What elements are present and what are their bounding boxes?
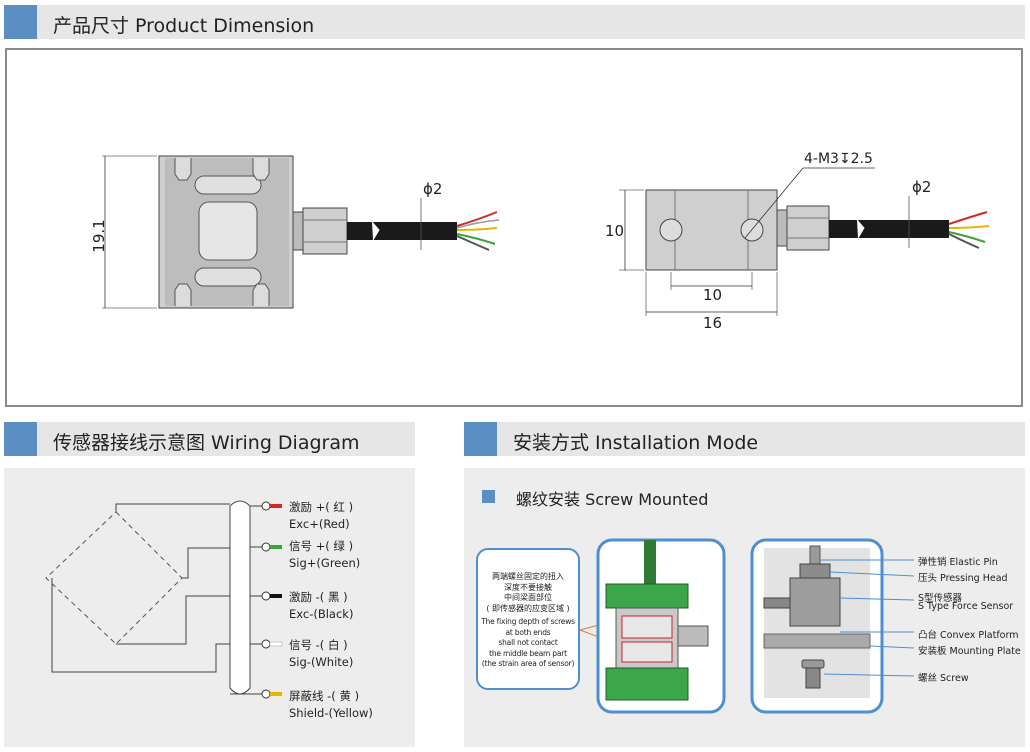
note-line: at both ends [505,627,551,637]
part-label-screw: 螺丝 Screw [918,673,969,684]
thread-callout: 4-M3↧2.5 [804,151,873,167]
wiring-diagram [45,500,283,699]
part-label-mounting-plate: 安装板 Mounting Plate [918,646,1021,657]
part-label-s-sensor-cn: S型传感器 [918,593,963,604]
wire-label-en: Exc-(Black) [289,607,354,621]
part-label-s-sensor-en: S Type Force Sensor [918,601,1014,612]
photo-screw-mounting [596,538,726,714]
section-title-dimension: 产品尺寸 Product Dimension [53,15,315,37]
terminal-sig-plus [250,542,282,552]
terminal-exc-plus [250,501,282,511]
part-label-elastic-pin: 弹性销 Elastic Pin [918,557,998,568]
note-box: 两端螺丝固定的扭入 深度不要接触 中间梁面部位 ( 即传感器的应变区域 ) Th… [476,548,580,690]
wire-label-en: Exc+(Red) [289,517,350,531]
wire-label-cn: 信号 +( 绿 ) [289,539,354,553]
wire-label-cn: 激励 +( 红 ) [289,500,354,514]
dim-cable-dia-2: ϕ2 [912,178,931,196]
section-marker [4,422,37,456]
section-header-installation: 安装方式 Installation Mode [464,422,1025,456]
wire-label-sig-plus: 信号 +( 绿 ) Sig+(Green) [289,538,360,572]
part-label-pressing-head: 压头 Pressing Head [918,573,1008,584]
wire-label-exc-minus: 激励 -( 黑 ) Exc-(Black) [289,589,353,623]
wiring-diagram-panel: 激励 +( 红 ) Exc+(Red) 信号 +( 绿 ) Sig+(Green… [4,468,415,747]
dim-width: 16 [703,314,722,332]
section-marker [464,422,497,456]
note-line: (the strain area of sensor) [481,659,575,668]
terminal-shield [250,689,282,699]
subtitle-bullet [482,490,495,503]
dimension-drawing-panel: 19.1 ϕ2 10 [5,48,1023,407]
front-view: 19.1 ϕ2 [90,155,500,309]
photo-assembly [750,538,884,714]
dim-cable-dia-1: ϕ2 [423,180,442,198]
note-line: 深度不要接触 [504,582,552,592]
wire-label-exc-plus: 激励 +( 红 ) Exc+(Red) [289,499,353,533]
dim-side-height: 10 [605,222,624,240]
wire-label-cn: 信号 -( 白 ) [289,638,348,652]
note-line: 中间梁面部位 [504,593,552,602]
installation-subtitle: 螺纹安装 Screw Mounted [516,490,709,509]
note-line: 两端螺丝固定的扭入 [492,572,564,581]
section-marker [4,5,37,39]
dimension-drawing: 19.1 ϕ2 10 [90,151,990,332]
note-line: shall not contact [498,638,558,647]
section-title-wiring: 传感器接线示意图 Wiring Diagram [53,432,360,454]
dim-height: 19.1 [90,219,108,252]
dim-hole-pitch: 10 [703,286,722,304]
wire-label-en: Sig-(White) [289,655,354,669]
note-en: The fixing depth of screws at both ends … [478,617,578,670]
terminal-sig-minus [250,639,283,649]
installation-panel: 螺纹安装 Screw Mounted 两端螺丝固定的扭入 深度不要接触 中间梁面… [464,468,1025,747]
wire-label-en: Shield-(Yellow) [289,706,373,720]
wire-label-cn: 激励 -( 黑 ) [289,590,348,604]
section-title-installation: 安装方式 Installation Mode [513,432,759,454]
section-header-dimension: 产品尺寸 Product Dimension [4,5,1025,39]
note-cn: 两端螺丝固定的扭入 深度不要接触 中间梁面部位 ( 即传感器的应变区域 ) [478,572,578,614]
terminal-exc-minus [250,591,282,601]
wire-label-sig-minus: 信号 -( 白 ) Sig-(White) [289,637,353,671]
section-header-wiring: 传感器接线示意图 Wiring Diagram [4,422,415,456]
note-line: ( 即传感器的应变区域 ) [486,603,570,613]
note-line: the middle beam part [489,648,567,658]
wire-label-en: Sig+(Green) [289,556,361,570]
note-line: The fixing depth of screws [481,617,575,626]
wire-label-cn: 屏蔽线 -( 黄 ) [289,689,360,703]
wire-label-shield: 屏蔽线 -( 黄 ) Shield-(Yellow) [289,688,373,722]
side-view: 10 10 16 4-M3↧2.5 ϕ2 [605,151,990,332]
part-label-convex-platform: 凸台 Convex Platform [918,630,1019,641]
